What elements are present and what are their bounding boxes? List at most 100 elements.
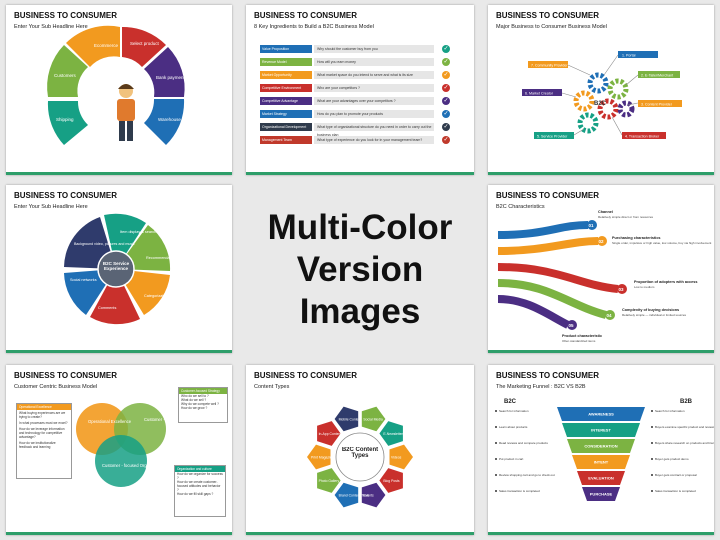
slide-2-thumbnail[interactable]: BUSINESS TO CONSUMER 8 Key Ingredients t… bbox=[246, 5, 474, 175]
slide-title: BUSINESS TO CONSUMER bbox=[14, 371, 117, 380]
slide-subtitle: Enter Your Sub Headline Here bbox=[14, 24, 88, 30]
slide-title: BUSINESS TO CONSUMER bbox=[496, 11, 599, 20]
wheel-label: Shipping bbox=[56, 117, 74, 122]
content-center-label: B2C Content Types bbox=[341, 447, 379, 459]
bullet-icon bbox=[495, 458, 497, 460]
svg-text:Categorization: Categorization bbox=[144, 294, 168, 298]
funnel-stage-label: INTEREST bbox=[591, 428, 611, 433]
content-type-label: Videos bbox=[391, 456, 402, 460]
slide-6-thumbnail[interactable]: BUSINESS TO CONSUMER Customer Centric Bu… bbox=[6, 365, 232, 535]
bullet-icon bbox=[495, 474, 497, 476]
wheel-label: Select product bbox=[130, 41, 160, 46]
svg-text:Customer - focused Strategy: Customer - focused Strategy bbox=[144, 417, 198, 422]
b2c-step: Learn about products bbox=[499, 425, 528, 429]
check-icon: ✓ bbox=[442, 45, 450, 53]
slide-footer-bar bbox=[488, 532, 714, 535]
svg-text:Channel: Channel bbox=[598, 210, 613, 214]
content-type-label: Print Magazines bbox=[311, 456, 336, 460]
heading-line-2: Version Images bbox=[296, 250, 424, 331]
slide-footer-bar bbox=[6, 172, 232, 175]
svg-text:Often standardized items: Often standardized items bbox=[562, 339, 596, 343]
svg-text:Complexity of buying decisions: Complexity of buying decisions bbox=[622, 308, 679, 312]
content-type-label: In-App Content bbox=[319, 432, 342, 436]
funnel-stage bbox=[557, 407, 645, 421]
svg-text:03: 03 bbox=[619, 287, 625, 292]
wheel-label: Bank payment bbox=[156, 75, 186, 80]
bullet-icon bbox=[651, 410, 653, 412]
svg-text:2. E-Tailer/Merchant: 2. E-Tailer/Merchant bbox=[641, 74, 673, 78]
slide-subtitle: Customer Centric Business Model bbox=[14, 384, 98, 390]
bullet-icon bbox=[651, 474, 653, 476]
slide-subtitle: Major Business to Consumer Business Mode… bbox=[496, 24, 607, 30]
content-type-label: Photo Gallery bbox=[319, 479, 340, 483]
svg-text:Operational Excellence: Operational Excellence bbox=[88, 419, 132, 424]
svg-text:Customer - focused Organizatio: Customer - focused Organization and Cult… bbox=[102, 463, 187, 468]
funnel-stage bbox=[582, 487, 620, 501]
funnel-stage bbox=[577, 471, 625, 485]
b2c-step: Read reviews and compare products bbox=[499, 441, 548, 445]
check-icon: ✓ bbox=[442, 123, 450, 131]
b2c-step: Put product in cart bbox=[499, 457, 524, 461]
slide-footer-bar bbox=[488, 172, 714, 175]
slide-3-thumbnail[interactable]: BUSINESS TO CONSUMER Major Business to C… bbox=[488, 5, 714, 175]
service-experience-diagram: B2C Service Experience Item display & se… bbox=[64, 213, 178, 325]
svg-text:1. Portal: 1. Portal bbox=[622, 54, 636, 58]
strategy-box: Customer-focused Strategy Who do we sell… bbox=[178, 387, 228, 423]
service-center-label: B2C Service Experience bbox=[102, 261, 130, 271]
slide-subtitle: Content Types bbox=[254, 384, 290, 390]
b2b-step: Buyers share research on products and br… bbox=[655, 441, 714, 445]
svg-text:Relatively simple — individual: Relatively simple — individual or limite… bbox=[622, 313, 687, 317]
svg-text:01: 01 bbox=[589, 223, 595, 228]
operational-box: Operational Excellence What buying exper… bbox=[16, 403, 72, 479]
check-icon: ✓ bbox=[442, 58, 450, 66]
check-icon: ✓ bbox=[442, 97, 450, 105]
content-type-label: Brand Content Tools bbox=[339, 494, 370, 498]
slide-title: BUSINESS TO CONSUMER bbox=[14, 11, 117, 20]
content-type-label: Mobile Content bbox=[339, 418, 362, 422]
svg-text:Relatively simple direct or fr: Relatively simple direct or from resourc… bbox=[598, 215, 654, 219]
b2c-step: Search for information bbox=[499, 409, 529, 413]
svg-text:Proportion of adopters with ac: Proportion of adopters with access bbox=[634, 280, 698, 284]
bullet-icon bbox=[651, 490, 653, 492]
check-icon: ✓ bbox=[442, 110, 450, 118]
content-type-pentagon bbox=[389, 444, 413, 470]
svg-text:Social networks: Social networks bbox=[70, 278, 97, 282]
svg-text:04: 04 bbox=[607, 313, 613, 318]
check-icon: ✓ bbox=[442, 71, 450, 79]
slide-footer-bar bbox=[6, 350, 232, 353]
svg-text:7. Community Provider: 7. Community Provider bbox=[531, 64, 568, 68]
content-type-label: Blog Posts bbox=[383, 479, 400, 483]
content-type-pentagon bbox=[317, 468, 341, 493]
bullet-icon bbox=[495, 410, 497, 412]
characteristics-arrows: 01 02 03 04 05 Channel Purchasing charac… bbox=[497, 210, 712, 343]
svg-text:B2C: B2C bbox=[504, 399, 517, 405]
content-type-pentagon bbox=[379, 421, 403, 446]
slide-8-thumbnail[interactable]: BUSINESS TO CONSUMER The Marketing Funne… bbox=[488, 365, 714, 535]
slide-subtitle: Enter Your Sub Headline Here bbox=[14, 204, 88, 210]
b2b-step: Search for information bbox=[655, 409, 685, 413]
slide-subtitle: The Marketing Funnel : B2C VS B2B bbox=[496, 384, 586, 390]
check-icon: ✓ bbox=[442, 136, 450, 144]
funnel-stage-label: PURCHASE bbox=[590, 492, 613, 497]
funnel-stage bbox=[567, 439, 635, 453]
svg-text:02: 02 bbox=[599, 239, 605, 244]
svg-text:Purchasing characteristics: Purchasing characteristics bbox=[612, 236, 661, 240]
bullet-icon bbox=[495, 442, 497, 444]
slide-4-thumbnail[interactable]: BUSINESS TO CONSUMER Enter Your Sub Head… bbox=[6, 185, 232, 353]
svg-text:Product characteristic: Product characteristic bbox=[562, 334, 602, 338]
slide-title: BUSINESS TO CONSUMER bbox=[14, 191, 117, 200]
slide-title: BUSINESS TO CONSUMER bbox=[496, 371, 599, 380]
slide-title: BUSINESS TO CONSUMER bbox=[254, 371, 357, 380]
content-type-pentagon bbox=[361, 482, 386, 508]
funnel-stage-label: EVALUATION bbox=[588, 476, 614, 481]
svg-text:Background video, pictures and: Background video, pictures and music bbox=[74, 242, 135, 246]
slide-7-thumbnail[interactable]: BUSINESS TO CONSUMER Content Types Socia… bbox=[246, 365, 474, 535]
slide-1-thumbnail[interactable]: BUSINESS TO CONSUMER Enter Your Sub Head… bbox=[6, 5, 232, 175]
slide-5-thumbnail[interactable]: BUSINESS TO CONSUMER B2C Characteristics… bbox=[488, 185, 714, 353]
svg-text:05: 05 bbox=[569, 323, 575, 328]
bullet-icon bbox=[495, 490, 497, 492]
svg-text:Single order, impulsive or hig: Single order, impulsive or high value, l… bbox=[612, 241, 712, 245]
svg-text:Low to medium: Low to medium bbox=[634, 285, 655, 289]
